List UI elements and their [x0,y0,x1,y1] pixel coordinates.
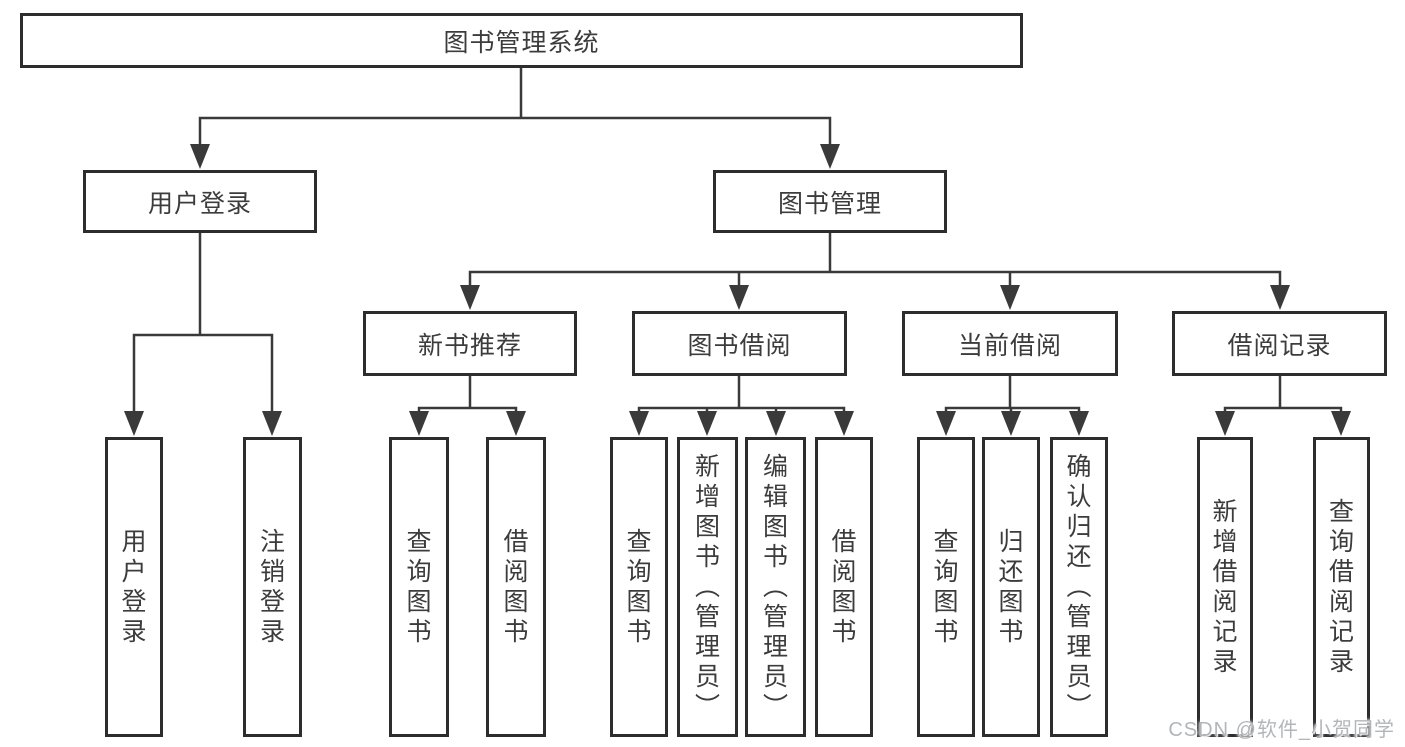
leaf-newrec-query-book: 查 询 图 书 [389,437,449,737]
leaf-borrow-add-book-admin: 新 增 图 书 ︵ 管 理 员 ︶ [677,437,738,737]
leaf-newrec-borrow-book: 借 阅 图 书 [486,437,546,737]
node-label: 确 认 归 还 ︵ 管 理 员 ︶ [1066,453,1092,721]
node-label: 归 还 图 书 [998,528,1024,646]
leaf-borrow-query-book: 查 询 图 书 [610,437,668,737]
leaf-borrow-edit-book-admin: 编 辑 图 书 ︵ 管 理 员 ︶ [745,437,806,737]
arrowhead-icon [1001,411,1021,436]
node-label: 查 询 图 书 [933,528,959,646]
edge-userlogin-to-leaves [132,231,274,419]
node-current-borrow: 当前借阅 [902,311,1118,376]
arrowhead-icon [1331,411,1351,436]
connector-stems [132,66,1343,419]
arrowheads [124,144,1351,436]
arrowhead-icon [124,411,144,436]
node-label: 借阅记录 [1227,331,1332,360]
node-label: 查 询 图 书 [626,528,652,646]
edge-bookborrow-to-leaves [637,375,846,419]
node-label: 编 辑 图 书 ︵ 管 理 员 ︶ [762,453,788,721]
node-label: 查 询 借 阅 记 录 [1328,498,1354,676]
arrowhead-icon [629,411,649,436]
node-label: 用户登录 [147,189,252,218]
node-new-book-recommend: 新书推荐 [363,311,577,376]
node-label: 新书推荐 [417,331,522,360]
leaf-borrow-borrow-book: 借 阅 图 书 [815,437,873,737]
node-borrow-record: 借阅记录 [1172,311,1387,376]
csdn-watermark: CSDN @软件_小贺同学 [1168,719,1395,741]
edge-bookmgmt-to-level3 [468,231,1282,293]
arrowhead-icon [936,411,956,436]
node-label: 新 增 图 书 ︵ 管 理 员 ︶ [694,453,720,721]
node-label: 借 阅 图 书 [503,528,529,646]
node-label: 图书借阅 [687,331,792,360]
arrowhead-icon [697,411,717,436]
arrowhead-icon [262,411,282,436]
arrowhead-icon [834,411,854,436]
leaf-current-confirm-return-admin: 确 认 归 还 ︵ 管 理 员 ︶ [1050,437,1108,737]
node-library-management-system: 图书管理系统 [20,13,1023,68]
node-label: 图书管理 [777,189,882,218]
arrowhead-icon [820,144,840,169]
node-label: 借 阅 图 书 [831,528,857,646]
edge-borrowrecord-to-leaves [1223,375,1343,419]
node-book-borrow: 图书借阅 [632,311,847,376]
node-book-management: 图书管理 [713,170,947,233]
edge-newbook-to-leaves [417,375,518,419]
arrowhead-icon [460,285,480,310]
leaf-current-query-book: 查 询 图 书 [917,437,975,737]
node-label: 注 销 登 录 [259,528,285,646]
arrowhead-icon [190,144,210,169]
node-label: 用 户 登 录 [121,528,147,646]
arrowhead-icon [766,411,786,436]
leaf-record-add-borrow-record: 新 增 借 阅 记 录 [1197,437,1253,737]
node-label: 当前借阅 [957,331,1062,360]
node-user-login: 用户登录 [83,170,317,233]
node-label: 查 询 图 书 [406,528,432,646]
edge-root-to-level2 [198,66,832,152]
arrowhead-icon [506,411,526,436]
arrowhead-icon [1069,411,1089,436]
arrowhead-icon [1000,285,1020,310]
node-label: 新 增 借 阅 记 录 [1212,498,1238,676]
leaf-logout-login: 注 销 登 录 [243,437,302,737]
leaf-user-login: 用 户 登 录 [105,437,163,737]
node-label: 图书管理系统 [443,28,600,57]
arrowhead-icon [729,285,749,310]
leaf-record-query-borrow-record: 查 询 借 阅 记 录 [1313,437,1370,737]
arrowhead-icon [1215,411,1235,436]
arrowhead-icon [1270,285,1290,310]
leaf-current-return-book: 归 还 图 书 [982,437,1040,737]
arrowhead-icon [409,411,429,436]
